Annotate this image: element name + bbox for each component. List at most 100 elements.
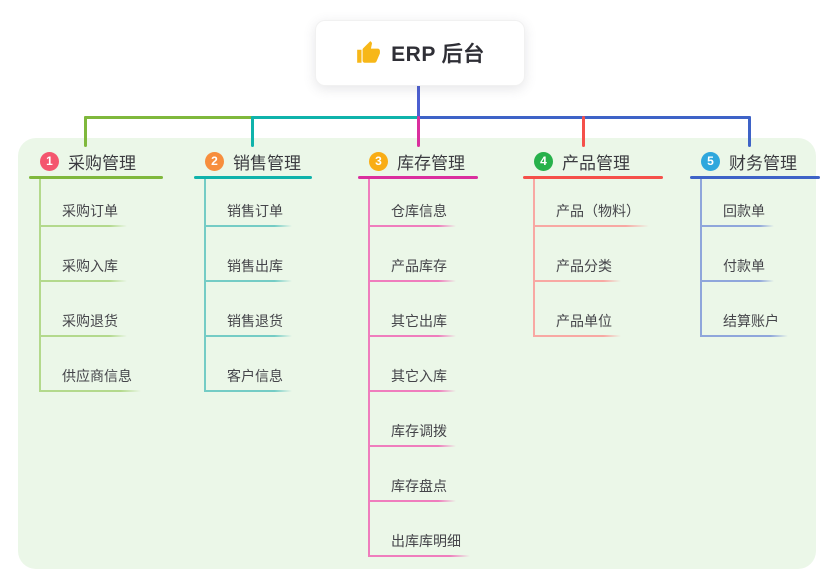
leaf-node[interactable]: 产品（物料） bbox=[533, 200, 649, 227]
branch-title: 库存管理 bbox=[397, 153, 465, 173]
leaf-node[interactable]: 结算账户 bbox=[700, 310, 788, 337]
branch-node-1[interactable]: 1 采购管理 bbox=[40, 149, 136, 173]
leaf-node[interactable]: 销售订单 bbox=[204, 200, 292, 227]
leaf-underline bbox=[39, 225, 127, 227]
leaf-underline bbox=[204, 280, 292, 282]
leaf-node[interactable]: 采购入库 bbox=[39, 255, 127, 282]
leaf-underline bbox=[700, 335, 788, 337]
leaf-node[interactable]: 产品库存 bbox=[368, 255, 456, 282]
branch-vertical-line bbox=[533, 179, 535, 337]
background-panel bbox=[18, 138, 816, 569]
leaf-label: 销售出库 bbox=[227, 258, 283, 274]
leaf-label: 付款单 bbox=[723, 258, 765, 274]
leaf-label: 采购入库 bbox=[62, 258, 118, 274]
leaf-label: 结算账户 bbox=[723, 313, 779, 329]
leaf-label: 产品库存 bbox=[391, 258, 447, 274]
leaf-label: 回款单 bbox=[723, 203, 765, 219]
branch-title: 产品管理 bbox=[562, 153, 630, 173]
leaf-underline bbox=[39, 280, 127, 282]
leaf-node[interactable]: 产品分类 bbox=[533, 255, 621, 282]
branch-underline bbox=[523, 176, 663, 179]
leaf-node[interactable]: 销售退货 bbox=[204, 310, 292, 337]
leaf-label: 产品单位 bbox=[556, 313, 612, 329]
branch-vertical-line bbox=[368, 179, 370, 557]
branch-title: 销售管理 bbox=[233, 153, 301, 173]
branch-node-4[interactable]: 4 产品管理 bbox=[534, 149, 630, 173]
leaf-underline bbox=[204, 335, 292, 337]
branch-vertical-line bbox=[700, 179, 702, 337]
leaf-node[interactable]: 采购退货 bbox=[39, 310, 127, 337]
leaf-underline bbox=[533, 280, 621, 282]
leaf-underline bbox=[204, 390, 292, 392]
leaf-node[interactable]: 付款单 bbox=[700, 255, 774, 282]
branch-node-3[interactable]: 3 库存管理 bbox=[369, 149, 465, 173]
leaf-underline bbox=[39, 335, 127, 337]
branch-underline bbox=[690, 176, 820, 179]
leaf-node[interactable]: 其它出库 bbox=[368, 310, 456, 337]
leaf-underline bbox=[368, 280, 456, 282]
leaf-underline bbox=[533, 335, 621, 337]
leaf-label: 其它出库 bbox=[391, 313, 447, 329]
leaf-underline bbox=[368, 225, 456, 227]
trunk-line bbox=[417, 84, 420, 119]
leaf-node[interactable]: 销售出库 bbox=[204, 255, 292, 282]
branch-node-2[interactable]: 2 销售管理 bbox=[205, 149, 301, 173]
leaf-node[interactable]: 库存盘点 bbox=[368, 475, 456, 502]
root-node-erp[interactable]: ERP 后台 bbox=[315, 20, 525, 86]
leaf-underline bbox=[368, 335, 456, 337]
drop-line-1 bbox=[84, 116, 87, 147]
drop-line-2 bbox=[251, 116, 254, 147]
leaf-node[interactable]: 仓库信息 bbox=[368, 200, 456, 227]
leaf-label: 采购退货 bbox=[62, 313, 118, 329]
leaf-underline bbox=[368, 555, 470, 557]
drop-line-3 bbox=[417, 116, 420, 147]
leaf-label: 产品分类 bbox=[556, 258, 612, 274]
leaf-label: 销售订单 bbox=[227, 203, 283, 219]
branch-title: 采购管理 bbox=[68, 153, 136, 173]
drop-line-4 bbox=[582, 116, 585, 147]
branch-vertical-line bbox=[204, 179, 206, 392]
leaf-label: 其它入库 bbox=[391, 368, 447, 384]
leaf-node[interactable]: 产品单位 bbox=[533, 310, 621, 337]
branch-badge-4: 4 bbox=[534, 151, 553, 171]
leaf-underline bbox=[368, 390, 456, 392]
branch-vertical-line bbox=[39, 179, 41, 392]
leaf-node[interactable]: 采购订单 bbox=[39, 200, 127, 227]
leaf-underline bbox=[204, 225, 292, 227]
leaf-node[interactable]: 库存调拨 bbox=[368, 420, 456, 447]
leaf-underline bbox=[700, 225, 774, 227]
leaf-label: 出库库明细 bbox=[391, 533, 461, 549]
thumbs-up-icon bbox=[357, 41, 381, 63]
branch-title: 财务管理 bbox=[729, 153, 797, 173]
branch-badge-3: 3 bbox=[369, 151, 388, 171]
leaf-label: 库存调拨 bbox=[391, 423, 447, 439]
leaf-underline bbox=[39, 390, 141, 392]
bus-segment-purchase bbox=[84, 116, 254, 119]
leaf-node[interactable]: 其它入库 bbox=[368, 365, 456, 392]
leaf-node[interactable]: 供应商信息 bbox=[39, 365, 141, 392]
leaf-label: 仓库信息 bbox=[391, 203, 447, 219]
bus-segment-sales bbox=[251, 116, 420, 119]
branch-badge-1: 1 bbox=[40, 151, 59, 171]
leaf-node[interactable]: 回款单 bbox=[700, 200, 774, 227]
root-title: ERP 后台 bbox=[391, 43, 485, 66]
leaf-label: 采购订单 bbox=[62, 203, 118, 219]
drop-line-5 bbox=[748, 116, 751, 147]
branch-badge-2: 2 bbox=[205, 151, 224, 171]
leaf-underline bbox=[700, 280, 774, 282]
branch-underline bbox=[358, 176, 478, 179]
branch-badge-5: 5 bbox=[701, 151, 720, 171]
branch-node-5[interactable]: 5 财务管理 bbox=[701, 149, 797, 173]
leaf-label: 库存盘点 bbox=[391, 478, 447, 494]
leaf-underline bbox=[368, 500, 456, 502]
leaf-underline bbox=[368, 445, 456, 447]
branch-underline bbox=[29, 176, 163, 179]
leaf-node[interactable]: 出库库明细 bbox=[368, 530, 470, 557]
leaf-label: 客户信息 bbox=[227, 368, 283, 384]
leaf-label: 产品（物料） bbox=[556, 203, 640, 219]
leaf-node[interactable]: 客户信息 bbox=[204, 365, 292, 392]
leaf-underline bbox=[533, 225, 649, 227]
branch-underline bbox=[194, 176, 312, 179]
leaf-label: 销售退货 bbox=[227, 313, 283, 329]
